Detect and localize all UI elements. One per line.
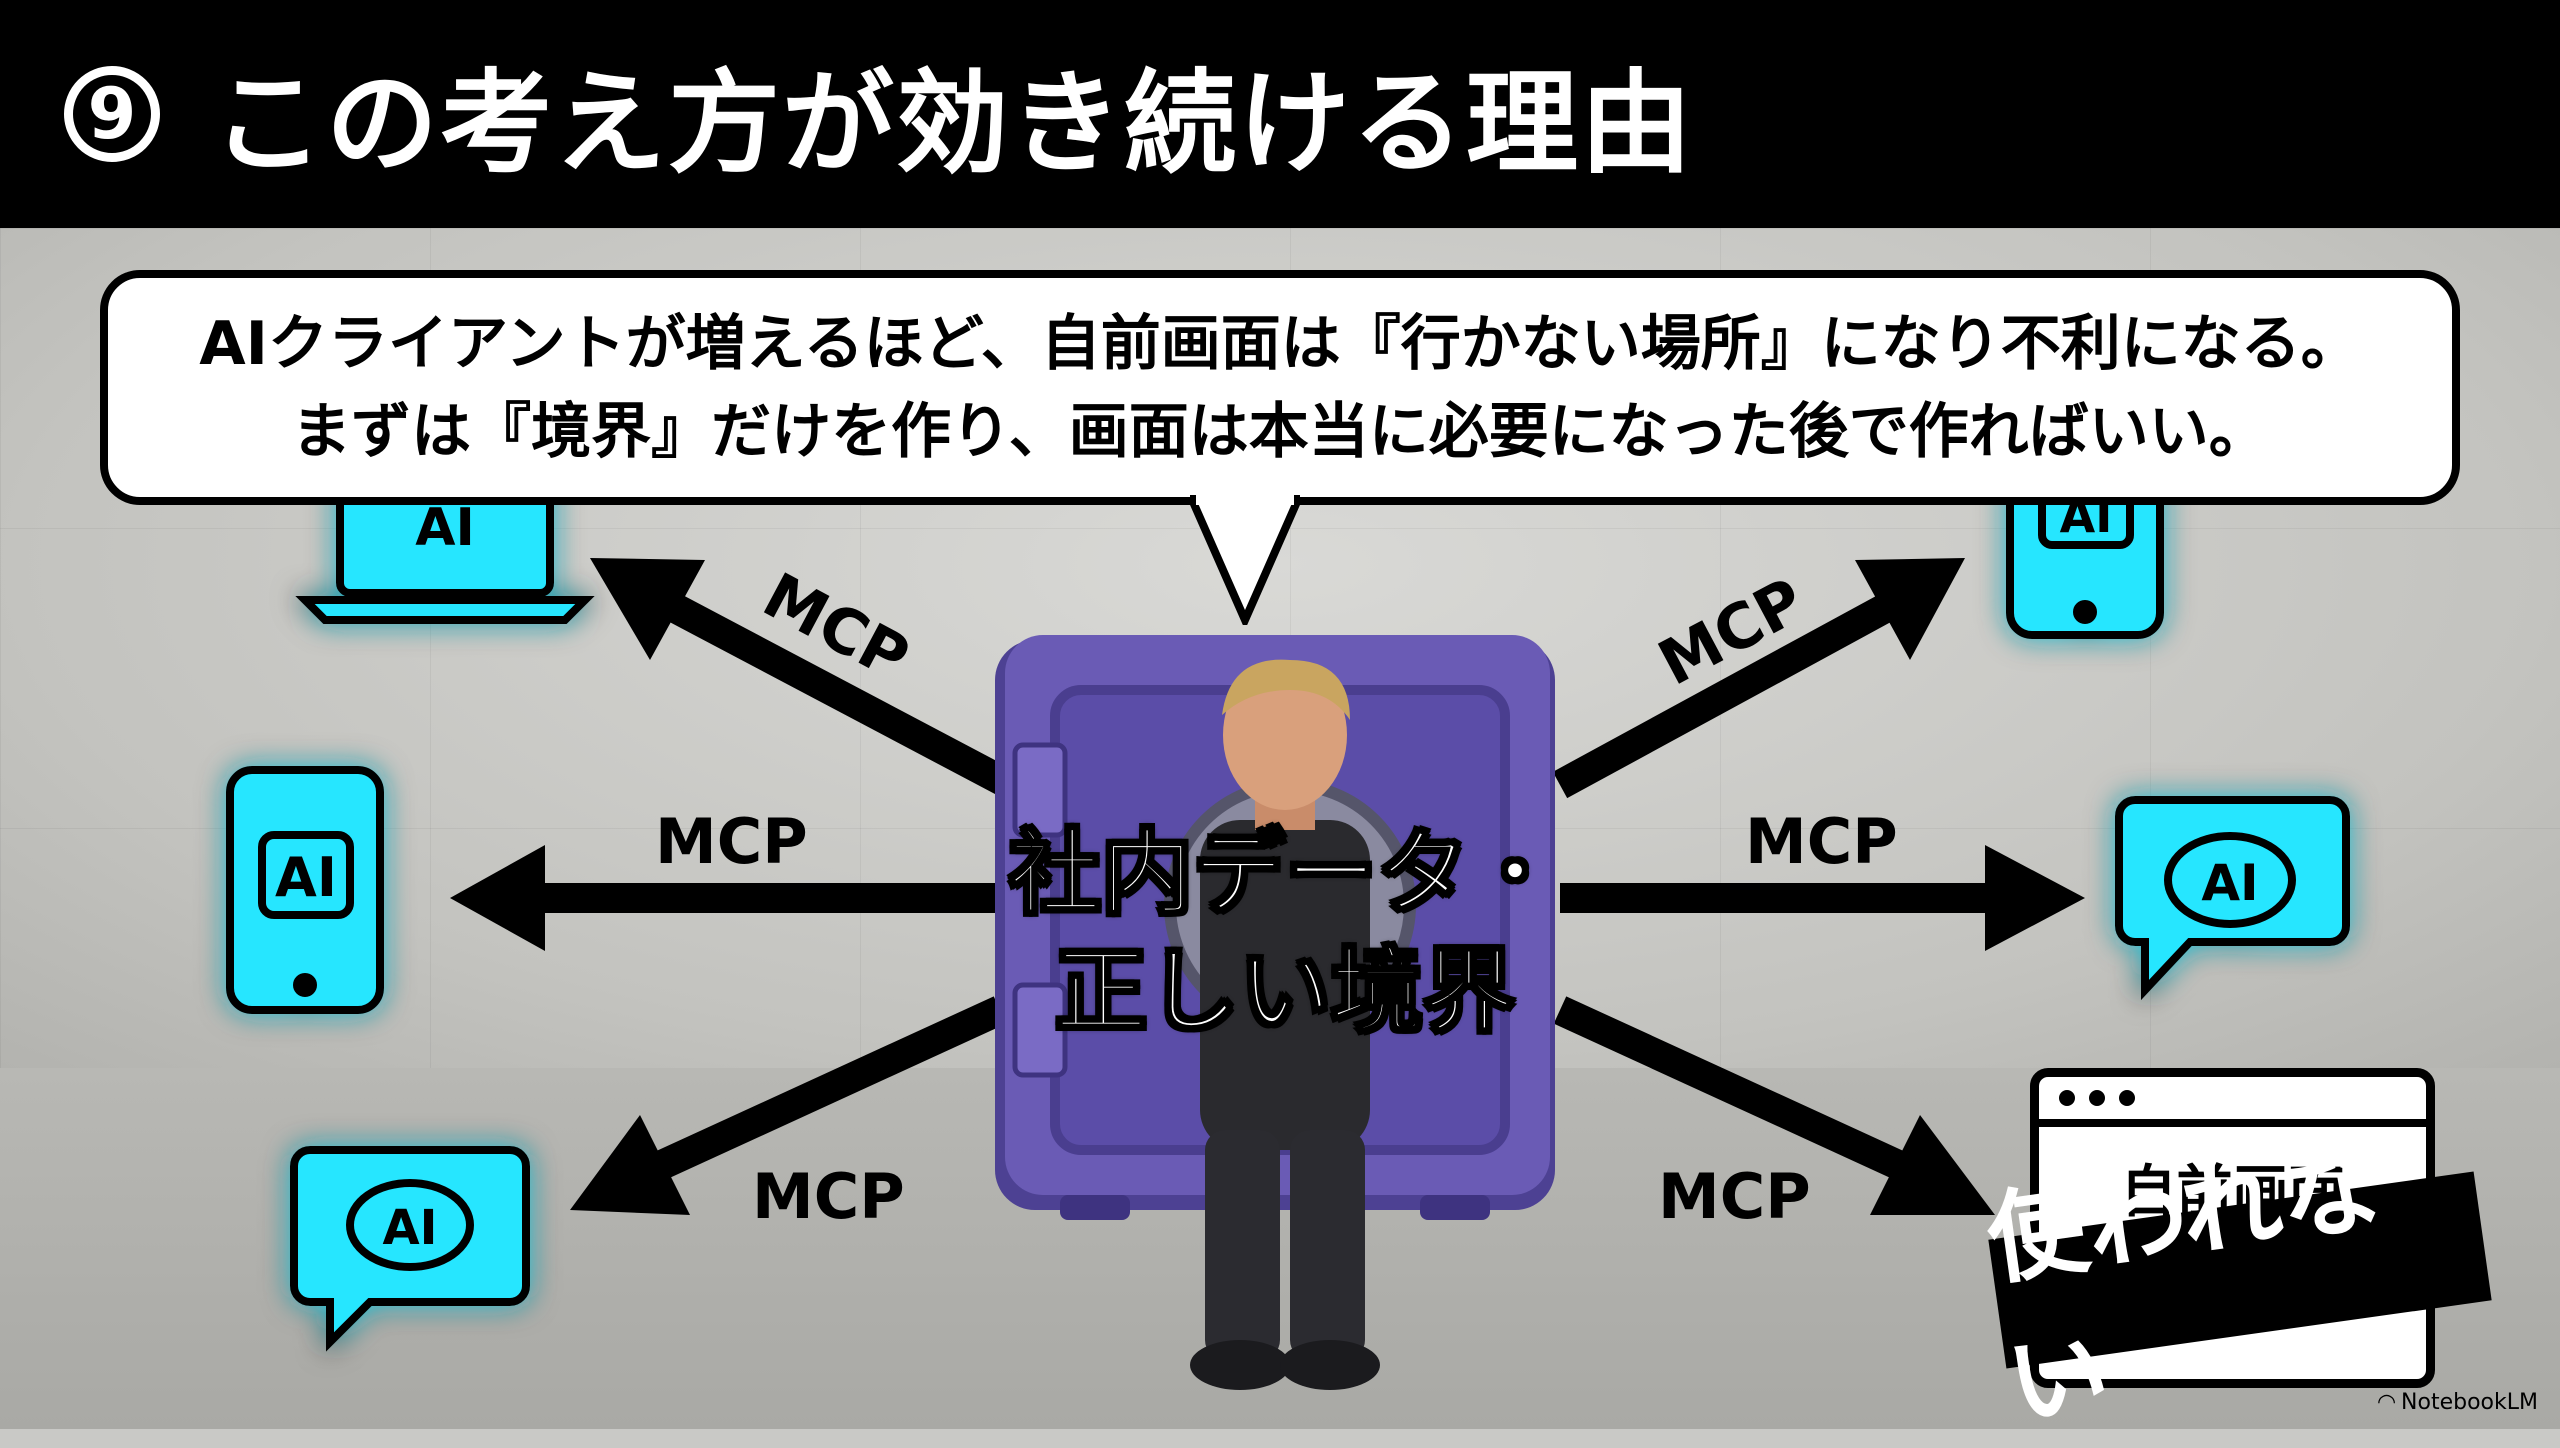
mcp-arrows [450, 558, 2085, 1215]
arrow-head-bottom-left [570, 1115, 690, 1215]
notebooklm-logo-icon: ◠ [2378, 1390, 2396, 1415]
safe-label-line-1: 社内データ・ [1007, 819, 1562, 929]
arrow-head-mid-left [450, 845, 545, 951]
chat-brain-ai-icon-left [290, 1146, 530, 1352]
mcp-label-mid-left: MCP [655, 805, 808, 878]
slide-number-badge: 9 [64, 66, 160, 162]
window-dot-icon [2119, 1090, 2135, 1106]
arrow-head-top-right [1855, 558, 1965, 660]
laptop-ai-icon [295, 474, 595, 624]
arrow-bottom-left [633, 996, 1007, 1189]
arrow-bottom-right [1553, 996, 1927, 1189]
mcp-label-bottom-right: MCP [1658, 1160, 1811, 1233]
chat-ai-text-right: AI [2201, 854, 2258, 912]
person-figure [1190, 659, 1380, 1390]
unused-stamp: 使われない [1980, 1128, 2492, 1443]
window-dot-icon [2089, 1090, 2105, 1106]
phone-ai-text-left: AI [275, 846, 337, 909]
speech-bubble: AIクライアントが増えるほど、自前画面は『行かない場所』になり不利になる。 まず… [100, 270, 2460, 505]
mcp-label-mid-right: MCP [1745, 805, 1898, 878]
header-bar: 9 この考え方が効き続ける理由 [0, 0, 2560, 228]
arrow-head-top-left [590, 558, 705, 660]
chat-brain-ai-icon-right [2115, 796, 2350, 1001]
slide-title: この考え方が効き続ける理由 [212, 59, 1694, 189]
brand-footer: ◠ NotebookLM [2378, 1390, 2538, 1415]
bubble-line-2: まずは『境界』だけを作り、画面は本当に必要になった後で作ればいい。 [291, 396, 2269, 467]
laptop-ai-text: AI [415, 498, 475, 558]
window-dot-icon [2059, 1090, 2075, 1106]
arrow-top-left [652, 586, 1018, 799]
arrow-head-mid-right [1985, 845, 2085, 951]
safe-label: 社内データ・ 正しい境界 [990, 815, 1580, 1051]
speech-bubble-tail [1190, 495, 1300, 625]
chat-ai-text-left: AI [382, 1200, 437, 1256]
brand-name: NotebookLM [2401, 1390, 2538, 1415]
arrow-top-right [1552, 586, 1908, 799]
safe-label-line-2: 正しい境界 [1053, 937, 1516, 1047]
arrow-head-bottom-right [1870, 1115, 1995, 1215]
bubble-line-1: AIクライアントが増えるほど、自前画面は『行かない場所』になり不利になる。 [199, 308, 2361, 379]
phone-ai-icon-left [226, 766, 384, 1014]
browser-title-bar [2039, 1077, 2426, 1127]
mcp-label-bottom-left: MCP [752, 1160, 905, 1233]
